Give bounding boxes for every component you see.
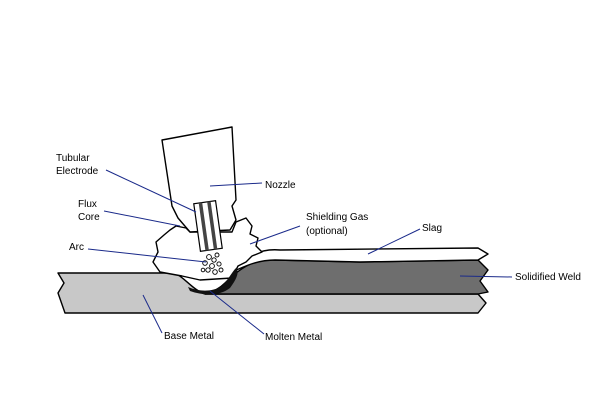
tubular-electrode [193,200,223,252]
label-base-metal: Base Metal [164,331,214,342]
molten-metal-pool [188,268,238,295]
label-slag: Slag [422,223,442,234]
leader-shielding-gas [249,225,301,245]
label-flux-core: Flux Core [78,199,100,223]
leader-lines [87,169,513,335]
label-tubular-electrode: Tubular Electrode [56,153,99,177]
leader-tubular-electrode [105,169,197,213]
arc-droplets [200,252,224,275]
label-arc: Arc [69,242,84,253]
label-solidified-weld: Solidified Weld [515,272,581,283]
leader-solidified-weld [459,275,513,278]
leader-molten-metal [209,290,265,335]
label-molten-metal: Molten Metal [265,332,322,343]
leader-flux-core [103,210,181,227]
label-shielding-gas: Shielding Gas (optional) [306,212,371,237]
leader-base-metal [142,294,163,334]
nozzle [161,126,237,233]
label-nozzle: Nozzle [265,180,296,191]
leader-arc [87,248,207,263]
leader-nozzle [209,182,263,187]
leader-slag [367,228,421,255]
